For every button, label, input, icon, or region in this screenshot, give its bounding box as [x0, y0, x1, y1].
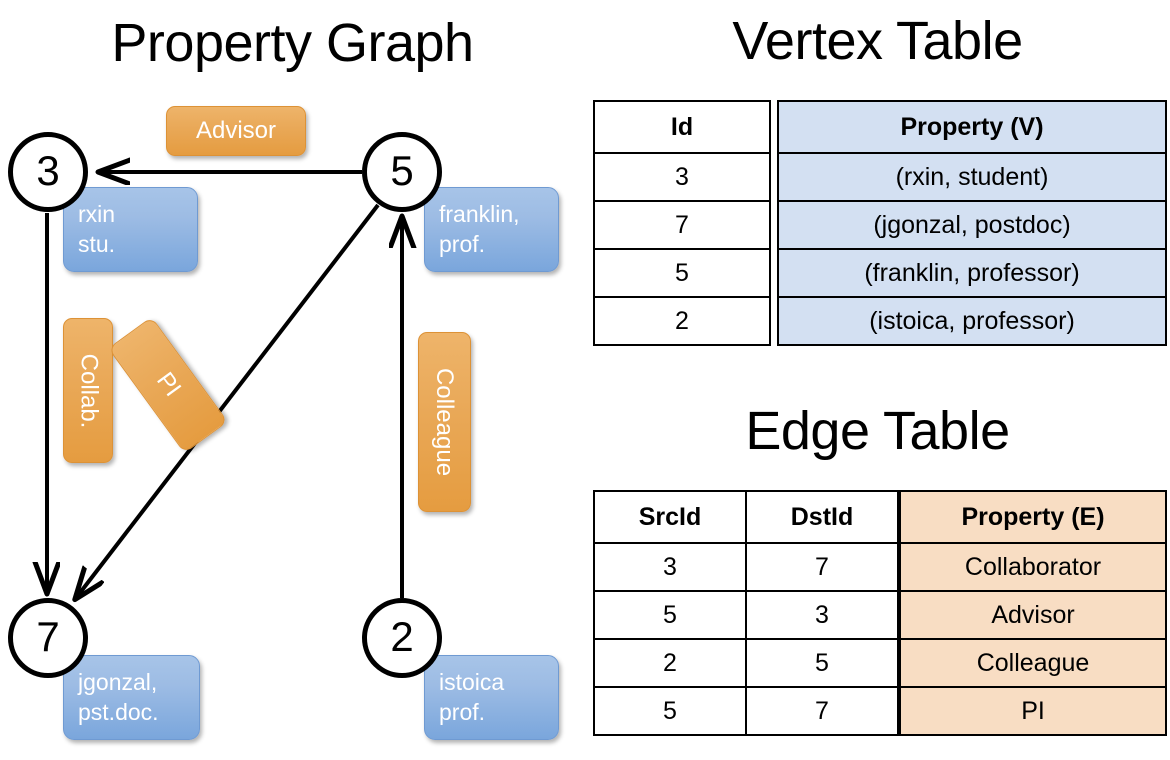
table-row: 3 7: [593, 542, 899, 592]
table-row: (rxin, student): [777, 152, 1167, 202]
edge-table-property-column: Property (E) Collaborator Advisor Collea…: [899, 490, 1167, 736]
vertex-node-7: 7: [8, 598, 88, 678]
edge-table-header-dstid: DstId: [745, 490, 899, 544]
table-header-row: Id: [593, 100, 771, 154]
page-title-edge-table: Edge Table: [745, 401, 1010, 461]
table-row: 2 5: [593, 638, 899, 688]
vertex-table-header-property: Property (V): [777, 100, 1167, 154]
vertex-node-7-label: 7: [36, 612, 60, 660]
vertex-table-cell-property: (istoica, professor): [777, 296, 1167, 346]
edge-label-pi-text: PI: [150, 367, 186, 402]
vertex-table-property-column: Property (V) (rxin, student) (jgonzal, p…: [777, 100, 1167, 346]
vertex-table-cell-id: 7: [593, 200, 771, 250]
table-row: Advisor: [899, 590, 1167, 640]
vertex-table-cell-property: (jgonzal, postdoc): [777, 200, 1167, 250]
vertex-property-line2: stu.: [78, 231, 116, 257]
vertex-table-cell-id: 2: [593, 296, 771, 346]
edge-label-advisor-text: Advisor: [195, 117, 277, 144]
vertex-node-2: 2: [362, 598, 442, 678]
vertex-property-box-3: rxin stu.: [63, 187, 198, 272]
vertex-table-cell-property: (rxin, student): [777, 152, 1167, 202]
edge-table-cell-dstid: 3: [745, 590, 899, 640]
edge-label-collab: Collab.: [63, 318, 113, 463]
table-row: 3: [593, 152, 771, 202]
table-row: 5 7: [593, 686, 899, 736]
table-row: Collaborator: [899, 542, 1167, 592]
table-row: (istoica, professor): [777, 296, 1167, 346]
edge-table-cell-dstid: 7: [745, 686, 899, 736]
vertex-node-5-label: 5: [390, 146, 414, 194]
edge-label-collab-text: Collab.: [75, 353, 102, 428]
vertex-property-line2: pst.doc.: [78, 699, 159, 725]
table-row: Colleague: [899, 638, 1167, 688]
vertex-property-line1: jgonzal,: [78, 669, 158, 695]
vertex-node-5: 5: [362, 132, 442, 212]
edge-table-cell-srcid: 2: [593, 638, 747, 688]
table-row: 2: [593, 296, 771, 346]
vertex-node-3: 3: [8, 132, 88, 212]
table-header-row: Property (E): [899, 490, 1167, 544]
table-header-row: SrcId DstId: [593, 490, 899, 544]
table-header-row: Property (V): [777, 100, 1167, 154]
table-row: (franklin, professor): [777, 248, 1167, 298]
vertex-property-box-7: jgonzal, pst.doc.: [63, 655, 200, 740]
edge-label-advisor: Advisor: [166, 106, 306, 156]
table-row: (jgonzal, postdoc): [777, 200, 1167, 250]
table-row: 5: [593, 248, 771, 298]
vertex-node-3-label: 3: [36, 146, 60, 194]
vertex-table-cell-property: (franklin, professor): [777, 248, 1167, 298]
vertex-node-2-label: 2: [390, 612, 414, 660]
property-graph-canvas: Advisor Collab. PI Colleague rxin stu. f…: [0, 0, 585, 760]
edge-label-colleague: Colleague: [418, 332, 471, 512]
edge-table-cell-property: PI: [899, 686, 1167, 736]
graph-edges-layer: [0, 0, 585, 760]
vertex-table-header-id: Id: [593, 100, 771, 154]
table-row: 7: [593, 200, 771, 250]
edge-table-cell-srcid: 5: [593, 590, 747, 640]
vertex-property-line1: rxin: [78, 201, 116, 227]
edge-table-cell-property: Collaborator: [899, 542, 1167, 592]
vertex-property-line2: prof.: [439, 231, 486, 257]
table-row: 5 3: [593, 590, 899, 640]
edge-table-cell-property: Advisor: [899, 590, 1167, 640]
edge-table-header-property: Property (E): [899, 490, 1167, 544]
edge-5-to-7: [76, 203, 380, 598]
edge-table-cell-dstid: 5: [745, 638, 899, 688]
vertex-table-cell-id: 5: [593, 248, 771, 298]
vertex-table-cell-id: 3: [593, 152, 771, 202]
page-title-vertex-table: Vertex Table: [732, 11, 1023, 71]
edge-table-header-srcid: SrcId: [593, 490, 747, 544]
vertex-property-line2: prof.: [439, 699, 486, 725]
vertex-table-id-column: Id 3 7 5 2: [593, 100, 771, 346]
edge-label-colleague-text: Colleague: [431, 367, 459, 477]
vertex-property-box-5: franklin, prof.: [424, 187, 559, 272]
edge-table-cell-srcid: 5: [593, 686, 747, 736]
edge-table-cell-property: Colleague: [899, 638, 1167, 688]
vertex-property-line1: franklin,: [439, 201, 520, 227]
vertex-property-line1: istoica: [439, 669, 505, 695]
vertex-property-box-2: istoica prof.: [424, 655, 559, 740]
table-row: PI: [899, 686, 1167, 736]
edge-table-cell-srcid: 3: [593, 542, 747, 592]
edge-table-id-columns: SrcId DstId 3 7 5 3 2 5 5 7: [593, 490, 899, 736]
page-title-property-graph: Property Graph: [111, 13, 474, 73]
edge-table-cell-dstid: 7: [745, 542, 899, 592]
